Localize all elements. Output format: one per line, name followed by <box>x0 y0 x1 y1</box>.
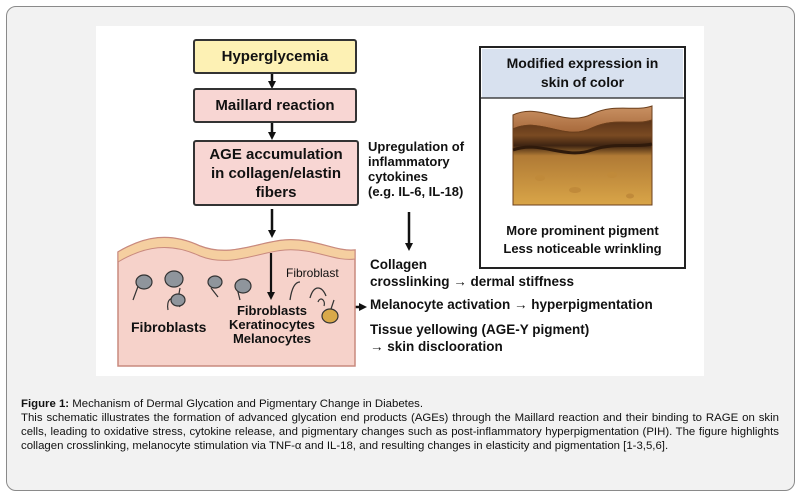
hyperglycemia-box: Hyperglycemia <box>193 39 357 74</box>
caption-title: Mechanism of Dermal Glycation and Pigmen… <box>69 398 424 410</box>
collagen-line: Collagen <box>370 257 428 272</box>
fibroblasts-label: Fibroblasts <box>131 319 207 335</box>
panel-note-line: More prominent pigment <box>506 223 659 238</box>
tissue-line: → skin disclooration <box>370 339 503 354</box>
fibroblast-label: Fibroblast <box>286 266 339 280</box>
cell-list-label: Fibroblasts Keratinocytes Melanocytes <box>228 304 316 346</box>
cell-list-item: Melanocytes <box>232 331 312 346</box>
melanocyte-outcome-label: Melanocyte activation → hyperpigmentatio… <box>370 297 653 312</box>
cytokines-label: Upregulation of inflammatory cytokines (… <box>368 139 464 199</box>
skin-tissue <box>117 236 356 367</box>
fibroblast-cells <box>132 270 252 311</box>
panel-title-line: Modified expression in <box>506 55 659 71</box>
skin-of-color-notes: More prominent pigment Less noticeable w… <box>482 222 683 258</box>
maillard-reaction-label: Maillard reaction <box>215 97 335 114</box>
cytokines-line: inflammatory <box>368 154 450 169</box>
cytokines-line: Upregulation of <box>368 139 465 154</box>
caption-body: This schematic illustrates the formation… <box>21 412 779 452</box>
caption-title-line: Figure 1: Mechanism of Dermal Glycation … <box>21 397 779 411</box>
tissue-line: Tissue yellowing (AGE-Y pigment) <box>370 322 590 337</box>
age-accumulation-label: AGE accumulation in collagen/elastin fib… <box>209 145 343 201</box>
age-accumulation-box: AGE accumulation in collagen/elastin fib… <box>193 140 359 206</box>
figure-label: Figure 1: <box>21 398 70 410</box>
hyperglycemia-label: Hyperglycemia <box>221 48 329 65</box>
skin-of-color-title: Modified expression in skin of color <box>482 54 683 92</box>
skin-cross-section <box>512 105 653 206</box>
figure-caption: Figure 1: Mechanism of Dermal Glycation … <box>21 397 779 453</box>
cell-list-item: Fibroblasts <box>236 303 308 318</box>
cytokines-line: cytokines <box>368 169 428 184</box>
skin-of-color-panel <box>479 46 686 269</box>
collagen-line: crosslinking → dermal stiffness <box>370 274 575 289</box>
melanocyte-shapes <box>267 253 339 324</box>
cell-list-item: Keratinocytes <box>229 317 315 332</box>
cytokines-line: (e.g. IL-6, IL-18) <box>368 184 464 199</box>
panel-title-line: skin of color <box>540 74 625 90</box>
collagen-outcome-label: Collagen crosslinking → dermal stiffness <box>370 256 574 290</box>
panel-note-line: Less noticeable wrinkling <box>503 241 662 256</box>
maillard-reaction-box: Maillard reaction <box>193 88 357 123</box>
tissue-outcome-label: Tissue yellowing (AGE-Y pigment) → skin … <box>370 321 589 355</box>
